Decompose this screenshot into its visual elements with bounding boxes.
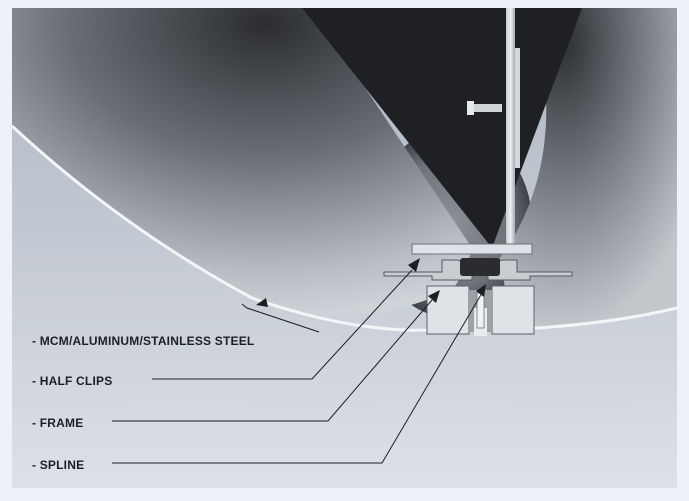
label-panel-material: - MCM/ALUMINUM/STAINLESS STEEL [32,334,254,348]
arrow-half-clips [408,258,420,272]
cross-section-diagram: - MCM/ALUMINUM/STAINLESS STEEL - HALF CL… [12,8,677,488]
vertical-bracket [506,8,515,253]
right-curved-panel [500,8,677,330]
diagram-canvas: - MCM/ALUMINUM/STAINLESS STEEL - HALF CL… [12,8,677,488]
screw-icon [467,101,502,115]
label-frame: - FRAME [32,416,83,430]
label-spline: - SPLINE [32,458,84,472]
leader-line-frame [112,299,433,422]
left-curved-panel [12,8,472,317]
bracket-lip [515,48,520,168]
label-half-clips: - HALF CLIPS [32,374,112,388]
spline [476,292,485,329]
leader-line-panel [241,303,320,333]
left-panel-edge [12,124,433,332]
leader-line-spline [112,292,483,464]
arrow-panel [256,298,268,307]
arrow-spline [476,284,486,297]
leader-line-half-clips [152,269,413,380]
arrow-frame [428,290,440,303]
